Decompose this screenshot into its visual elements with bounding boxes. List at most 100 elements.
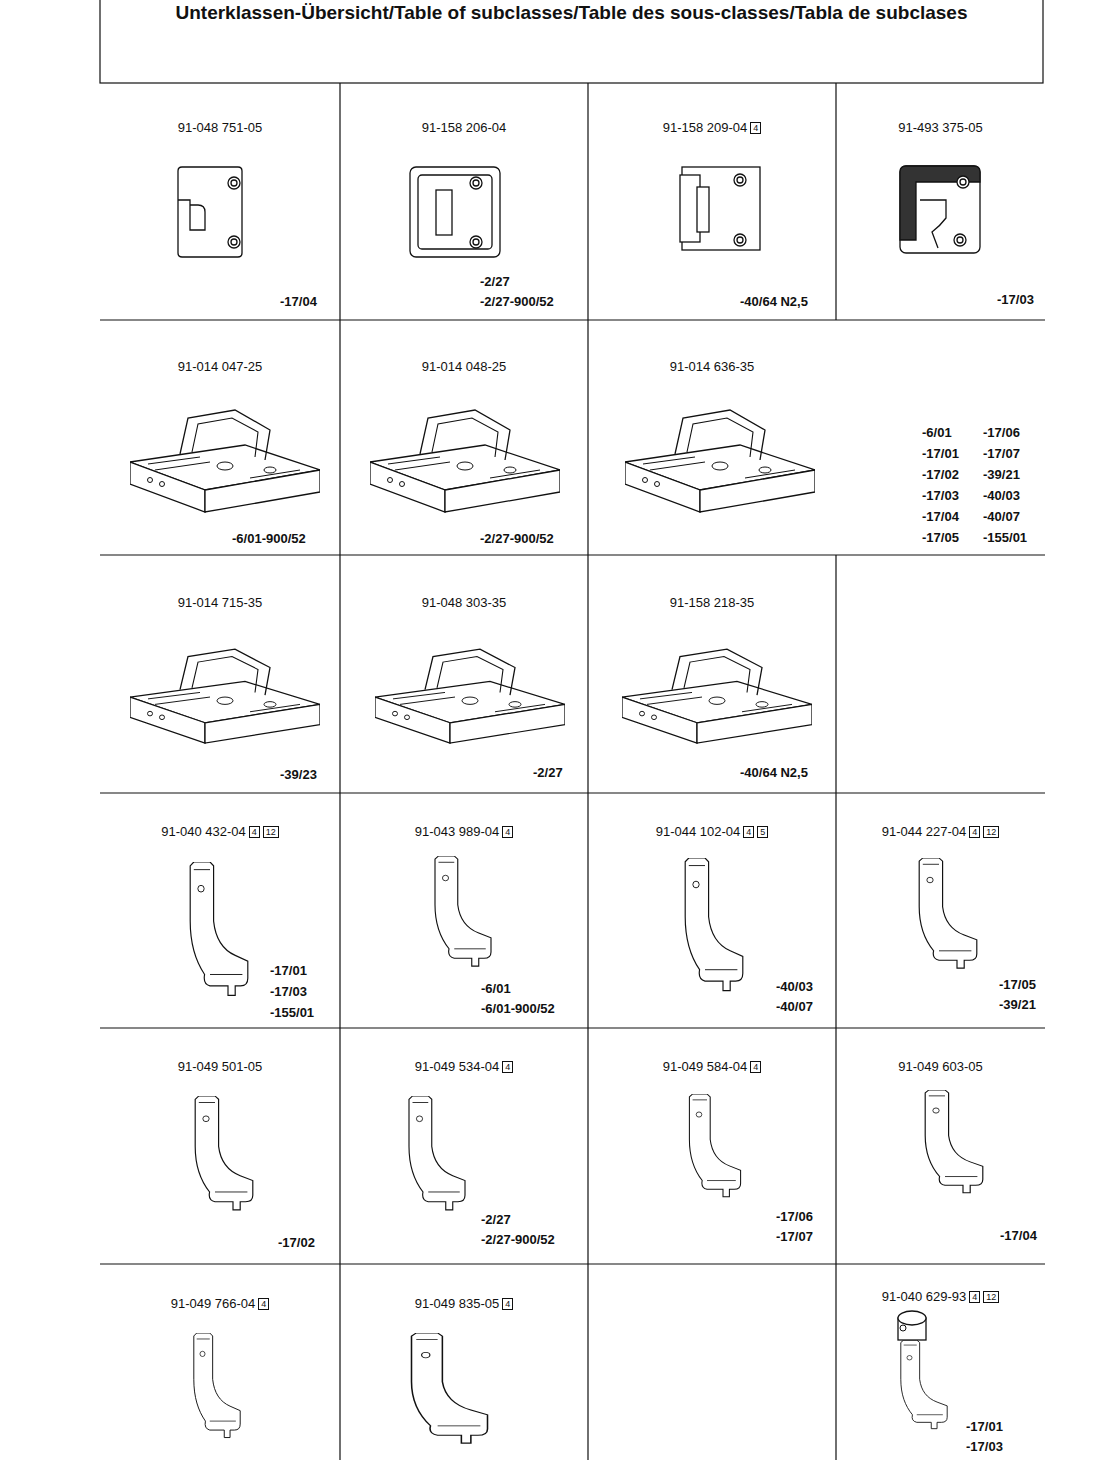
table-cell: 91-044 102-0445-40/03-40/07 [588,793,836,1028]
subclass-list: -40/64 N2,5 [740,763,808,783]
subclass-code: -6/01-900/52 [481,999,555,1019]
note-tag: 12 [983,1291,999,1303]
part-number: 91-158 209-04 [663,120,748,136]
screw-hole [734,174,746,186]
table-cell: 91-048 303-35 -2/27 [340,555,588,793]
part-number-row: 91-043 989-044 [340,824,588,840]
note-tag: 5 [757,826,768,838]
part-number: 91-014 715-35 [178,595,263,611]
subclass-list: -6/01-17/06-17/01-17/07-17/02-39/21-17/0… [922,422,1044,548]
throat-plate [900,166,980,253]
subclass-code: -40/64 N2,5 [740,292,808,312]
subclass-list: -17/01-17/03-155/01 [270,960,314,1023]
part-number-row: 91-014 048-25 [340,359,588,375]
feed-dog [622,649,812,743]
part-number: 91-044 102-04 [656,824,741,840]
subclass-list: -2/27-900/52 [480,529,554,549]
table-grid [100,0,1045,1460]
part-number: 91-014 048-25 [422,359,507,375]
subclass-code: -17/01 [922,443,983,464]
part-number: 91-048 751-05 [178,120,263,136]
presser-foot [685,858,743,991]
presser-foot [901,1340,947,1429]
subclass-list: -17/05-39/21 [999,975,1036,1015]
needle-slot [697,187,709,232]
subclass-code: -40/03 [983,485,1044,506]
part-number-row: 91-158 206-04 [340,120,588,136]
note-tag: 12 [263,826,279,838]
table-cell: 91-040 432-04412 -17/01-17/03-155/01 [100,793,340,1028]
part-number-row: 91-044 227-04412 [836,824,1045,840]
subclass-code: -17/02 [278,1233,315,1253]
throat-plate [410,167,500,257]
table-cell: 91-014 636-35 -6/01-17/06-17/01-17/07-17/… [588,320,1058,555]
part-number: 91-043 989-04 [415,824,500,840]
note-tag: 12 [983,826,999,838]
part-number-row: 91-040 432-04412 [100,824,340,840]
feed-dogs [130,410,815,743]
needle-slot [436,190,452,235]
part-number: 91-493 375-05 [898,120,983,136]
table-cell: 91-158 218-35-40/64 N2,5 [588,555,836,793]
subclass-code: -6/01 [481,979,555,999]
subclass-code: -17/02 [922,464,983,485]
part-number-row: 91-014 636-35 [588,359,836,375]
subclass-code: -17/05 [999,975,1036,995]
subclass-code: -17/01 [966,1417,1003,1437]
presser-foot [925,1090,983,1193]
subclass-code: -17/03 [922,485,983,506]
subclass-code: -17/03 [966,1437,1003,1457]
subclass-code: -2/27 [533,763,563,783]
subclass-code: -17/05 [922,527,983,548]
part-number-row: 91-493 375-05 [836,120,1045,136]
part-number: 91-049 766-04 [171,1296,256,1312]
presser-foot [409,1096,465,1210]
part-number: 91-049 501-05 [178,1059,263,1075]
subclass-list: -17/02 [278,1233,315,1253]
note-tag: 4 [750,122,761,134]
part-number: 91-014 636-35 [670,359,755,375]
part-number: 91-048 303-35 [422,595,507,611]
screw-hole [470,177,482,189]
screw-hole [231,180,237,186]
feed-dog [130,410,320,512]
note-tag: 4 [249,826,260,838]
screw-hole [957,176,969,188]
throat-plate [178,167,242,257]
note-tag: 4 [502,1298,513,1310]
subclass-code: -17/07 [776,1227,813,1247]
screw-hole [470,236,482,248]
note-tag: 4 [502,1061,513,1073]
subclass-list: -40/64 N2,5 [740,292,808,312]
subclass-code: -17/04 [922,506,983,527]
subclass-code: -17/03 [997,290,1034,310]
part-number: 91-049 534-04 [415,1059,500,1075]
table-cell: 91-044 227-04412 -17/05-39/21 [836,793,1061,1028]
subclass-list: -2/27-2/27-900/52 [480,272,554,312]
subclass-list: -6/01-6/01-900/52 [481,979,555,1019]
foot-clamp [898,1311,926,1325]
subclass-code: -155/01 [270,1002,314,1023]
feed-dog [375,649,565,743]
screw-hole [228,236,240,248]
subclass-code: -40/64 N2,5 [740,763,808,783]
screw-hole [737,237,743,243]
part-number-row: 91-049 835-054 [340,1296,588,1312]
subclass-list: -17/06-17/07 [776,1207,813,1247]
subclass-list: -39/23 [280,765,317,785]
feed-dog [625,410,815,512]
table-cell: 91-158 206-04 -2/27-2/27-900/52 [340,83,588,320]
note-tag: 4 [258,1298,269,1310]
feed-dog [130,649,320,743]
table-cell: 91-043 989-044 -6/01-6/01-900/52 [340,793,588,1028]
subclass-code: -155/01 [983,527,1044,548]
table-cell: 91-049 835-054 [340,1264,588,1460]
subclass-code: -17/04 [1000,1226,1037,1246]
table-cell: 91-014 048-25 -2/27-900/52 [340,320,588,555]
part-number-row: 91-014 047-25 [100,359,340,375]
part-number-row: 91-048 751-05 [100,120,340,136]
subclass-list: -17/03 [997,290,1034,310]
table-cell: 91-048 751-05-17/04 [100,83,340,320]
table-cell: 91-040 629-93412-17/01-17/03 [836,1264,1061,1460]
